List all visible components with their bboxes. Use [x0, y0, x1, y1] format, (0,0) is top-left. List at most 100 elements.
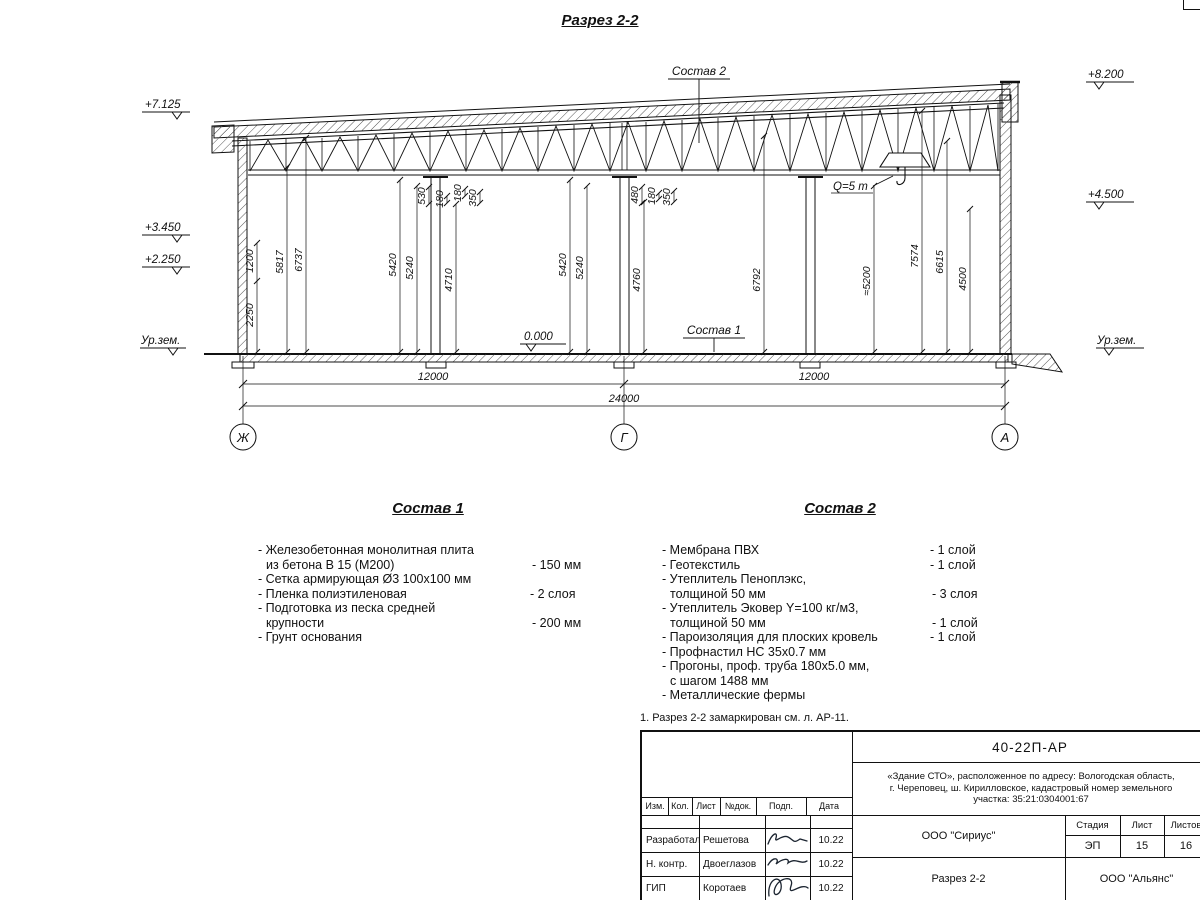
divider [642, 852, 852, 853]
date-norm-control: 10.22 [818, 858, 844, 870]
elevation-floor-zero: 0.000 [524, 331, 553, 343]
dim-350-b: 350 [661, 188, 673, 206]
dim-6792: 6792 [751, 268, 763, 292]
header-data: Дата [819, 801, 839, 811]
stamp-drawing-name: Разрез 2-2 [931, 872, 986, 885]
date-developer: 10.22 [818, 834, 844, 846]
dim-5817: 5817 [274, 249, 286, 274]
list-item: - Прогоны, проф. труба 180х5.0 мм, [662, 659, 870, 673]
divider [642, 797, 852, 798]
dim-7574: 7574 [909, 244, 921, 268]
list-item: с шагом 1488 мм [670, 673, 769, 688]
dim-6737: 6737 [293, 247, 305, 272]
list-item: толщиной 50 мм- 3 слоя [670, 586, 978, 601]
divider [642, 876, 852, 877]
signature-norm-control [767, 858, 808, 866]
list-item: - Геотекстиль- 1 слой [662, 557, 976, 572]
role-gip: ГИП [646, 882, 666, 894]
axis-bubble-g: Г [620, 430, 628, 445]
document-number: 40-22П-АР [992, 739, 1068, 755]
frame-corner-mark [1183, 0, 1200, 10]
sheets-label: Листов [1170, 819, 1200, 831]
name-norm-control: Двоеглазов [703, 858, 757, 870]
list-item: - Грунт основания [258, 630, 363, 644]
composition-leaders: Состав 2 Состав 1 [668, 64, 745, 352]
list-item: - Мембрана ПВХ- 1 слой [662, 543, 976, 557]
dim-2250: 2250 [244, 303, 256, 328]
list-item: из бетона В 15 (М200)- 150 мм [266, 557, 582, 572]
title-block: 40-22П-АР «Здание СТО», расположенное по… [640, 730, 1200, 900]
list-item: - Пленка полиэтиленовая- 2 слоя [258, 586, 576, 601]
divider [642, 828, 852, 829]
dim-180-c: 180 [646, 187, 658, 205]
dim-24000: 24000 [608, 393, 640, 405]
divider [756, 797, 757, 815]
elevation-marks: +7.125 +3.450 +2.250 Ур.зем. 0.000 +8.20… [140, 69, 1144, 356]
divider [642, 815, 1200, 816]
elevation-right-a: +4.500 [1088, 189, 1124, 201]
composition-1-heading: Состав 1 [392, 500, 464, 517]
sheet-label: Лист [1131, 819, 1153, 831]
composition-2-list: Состав 2 - Мембрана ПВХ- 1 слой - Геотек… [662, 500, 1022, 703]
dim-5200: ≈5200 [861, 266, 873, 295]
list-item: - Пароизоляция для плоских кровель- 1 сл… [662, 630, 976, 644]
name-gip: Коротаев [703, 882, 747, 894]
divider [1120, 815, 1121, 857]
elevation-left-roof: +7.125 [145, 99, 181, 111]
header-ndok: №док. [724, 801, 752, 811]
sheets-value: 16 [1179, 840, 1193, 852]
sheet-note: 1. Разрез 2-2 замаркирован см. л. АР-11. [640, 712, 849, 724]
signature-developer [767, 833, 808, 845]
dim-5420-b: 5420 [557, 253, 569, 277]
dim-180-b: 180 [452, 184, 464, 202]
list-item: - Сетка армирующая Ø3 100х100 мм [258, 572, 472, 586]
dim-5420-a: 5420 [387, 253, 399, 277]
role-norm-control: Н. контр. [646, 858, 688, 870]
divider [692, 797, 693, 815]
composition-2-heading: Состав 2 [804, 500, 876, 517]
elevation-right-roof: +8.200 [1088, 69, 1124, 81]
elevation-left-b: +2.250 [145, 254, 181, 266]
role-developer: Разработал [646, 834, 701, 846]
list-item: - Металлические фермы [662, 688, 806, 702]
org-alliance: ООО "Альянс" [1099, 872, 1174, 885]
dim-4710: 4710 [443, 268, 455, 292]
vertical-dimensions: 1200 2250 5817 6737 5420 5240 530 180 18… [244, 107, 974, 356]
section-drawing: Q=5 т +7.125 +3.450 +2.250 Ур.зем. 0.000… [140, 64, 1144, 451]
dim-12000-b: 12000 [799, 371, 830, 383]
divider [852, 732, 853, 900]
list-item: - Утеплитель Пеноплэкс, [662, 572, 807, 586]
composition-1-list: Состав 1 - Железобетонная монолитная пли… [258, 500, 623, 645]
divider [852, 762, 1200, 763]
dim-480: 480 [629, 186, 641, 204]
stage-label: Стадия [1076, 819, 1109, 831]
list-item: - Профнастил НС 35х0.7 мм [662, 644, 827, 659]
divider [1164, 815, 1165, 857]
project-description: «Здание СТО», расположенное по адресу: В… [887, 771, 1175, 806]
list-item: крупности- 200 мм [266, 615, 582, 630]
dim-6615: 6615 [934, 250, 946, 274]
divider [668, 797, 669, 815]
dim-350-a: 350 [467, 189, 479, 207]
dim-180-a: 180 [434, 190, 446, 208]
divider [806, 797, 807, 815]
dim-4500: 4500 [957, 267, 969, 291]
bottom-dimensions: 12000 12000 24000 Ж Г А [229, 356, 1019, 451]
divider [720, 797, 721, 815]
dim-5240-a: 5240 [404, 256, 416, 280]
stage-value: ЭП [1084, 840, 1101, 852]
elevation-left-a: +3.450 [145, 222, 181, 234]
divider [765, 815, 766, 900]
crane-capacity-label: Q=5 т [833, 181, 868, 193]
org-sirius: ООО "Сириус" [921, 830, 996, 842]
header-kol: Кол. [671, 801, 689, 811]
list-item: - Подготовка из песка средней [258, 601, 436, 615]
roof-truss [231, 102, 1005, 176]
label-sostav-1: Состав 1 [687, 323, 741, 337]
dim-5240-b: 5240 [574, 256, 586, 280]
roof-slab [211, 80, 1020, 154]
list-item: - Утеплитель Эковер Y=100 кг/м3, [662, 601, 859, 615]
dim-530: 530 [416, 187, 428, 205]
ground-level-right: Ур.зем. [1096, 335, 1136, 347]
